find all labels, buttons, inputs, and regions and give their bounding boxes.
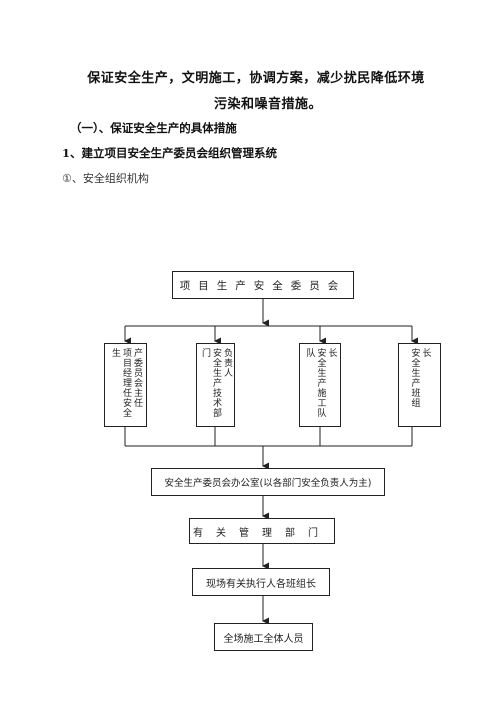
role-text-col2: 负责人 bbox=[222, 348, 232, 378]
role-box-technical-dept: 安全生产技术部门 负责人 bbox=[196, 343, 235, 427]
role-text-col1: 安全生产施工队队 bbox=[304, 348, 326, 418]
role-text-col1: 安全生产技术部门 bbox=[200, 348, 221, 418]
role-box-project-manager: 项目经理任安全生 产委员会主任 bbox=[104, 343, 147, 427]
safety-committee-box: 项目生产安全委员会 bbox=[172, 271, 354, 299]
all-staff-box: 全场施工全体人员 bbox=[214, 623, 313, 651]
role-text-col2: 长 bbox=[326, 348, 337, 358]
site-executors-box: 现场有关执行人各班组长 bbox=[192, 568, 330, 596]
item-heading: ①、安全组织机构 bbox=[62, 172, 149, 185]
role-text-col1: 安全生产班组 bbox=[409, 348, 420, 408]
role-box-team-leader: 安全生产班组 长 bbox=[398, 343, 441, 427]
document-title-line2: 污染和噪音措施。 bbox=[213, 97, 322, 112]
role-text-col2: 长 bbox=[420, 348, 431, 358]
committee-office-box: 安全生产委员会办公室(以各部门安全负责人为主) bbox=[151, 468, 385, 496]
role-text-col2: 产委员会主任 bbox=[132, 348, 142, 408]
role-box-construction-team: 安全生产施工队队 长 bbox=[299, 343, 341, 427]
management-departments-box: 有关管理部门 bbox=[189, 518, 335, 544]
section-heading: （一）、保证安全生产的具体措施 bbox=[70, 121, 237, 135]
document-title-line1: 保证安全生产，文明施工，协调方案，减少扰民降低环境 bbox=[87, 71, 425, 86]
role-text-col1: 项目经理任安全生 bbox=[110, 348, 131, 418]
subsection-heading: 1、建立项目安全生产委员会组织管理系统 bbox=[62, 146, 277, 160]
